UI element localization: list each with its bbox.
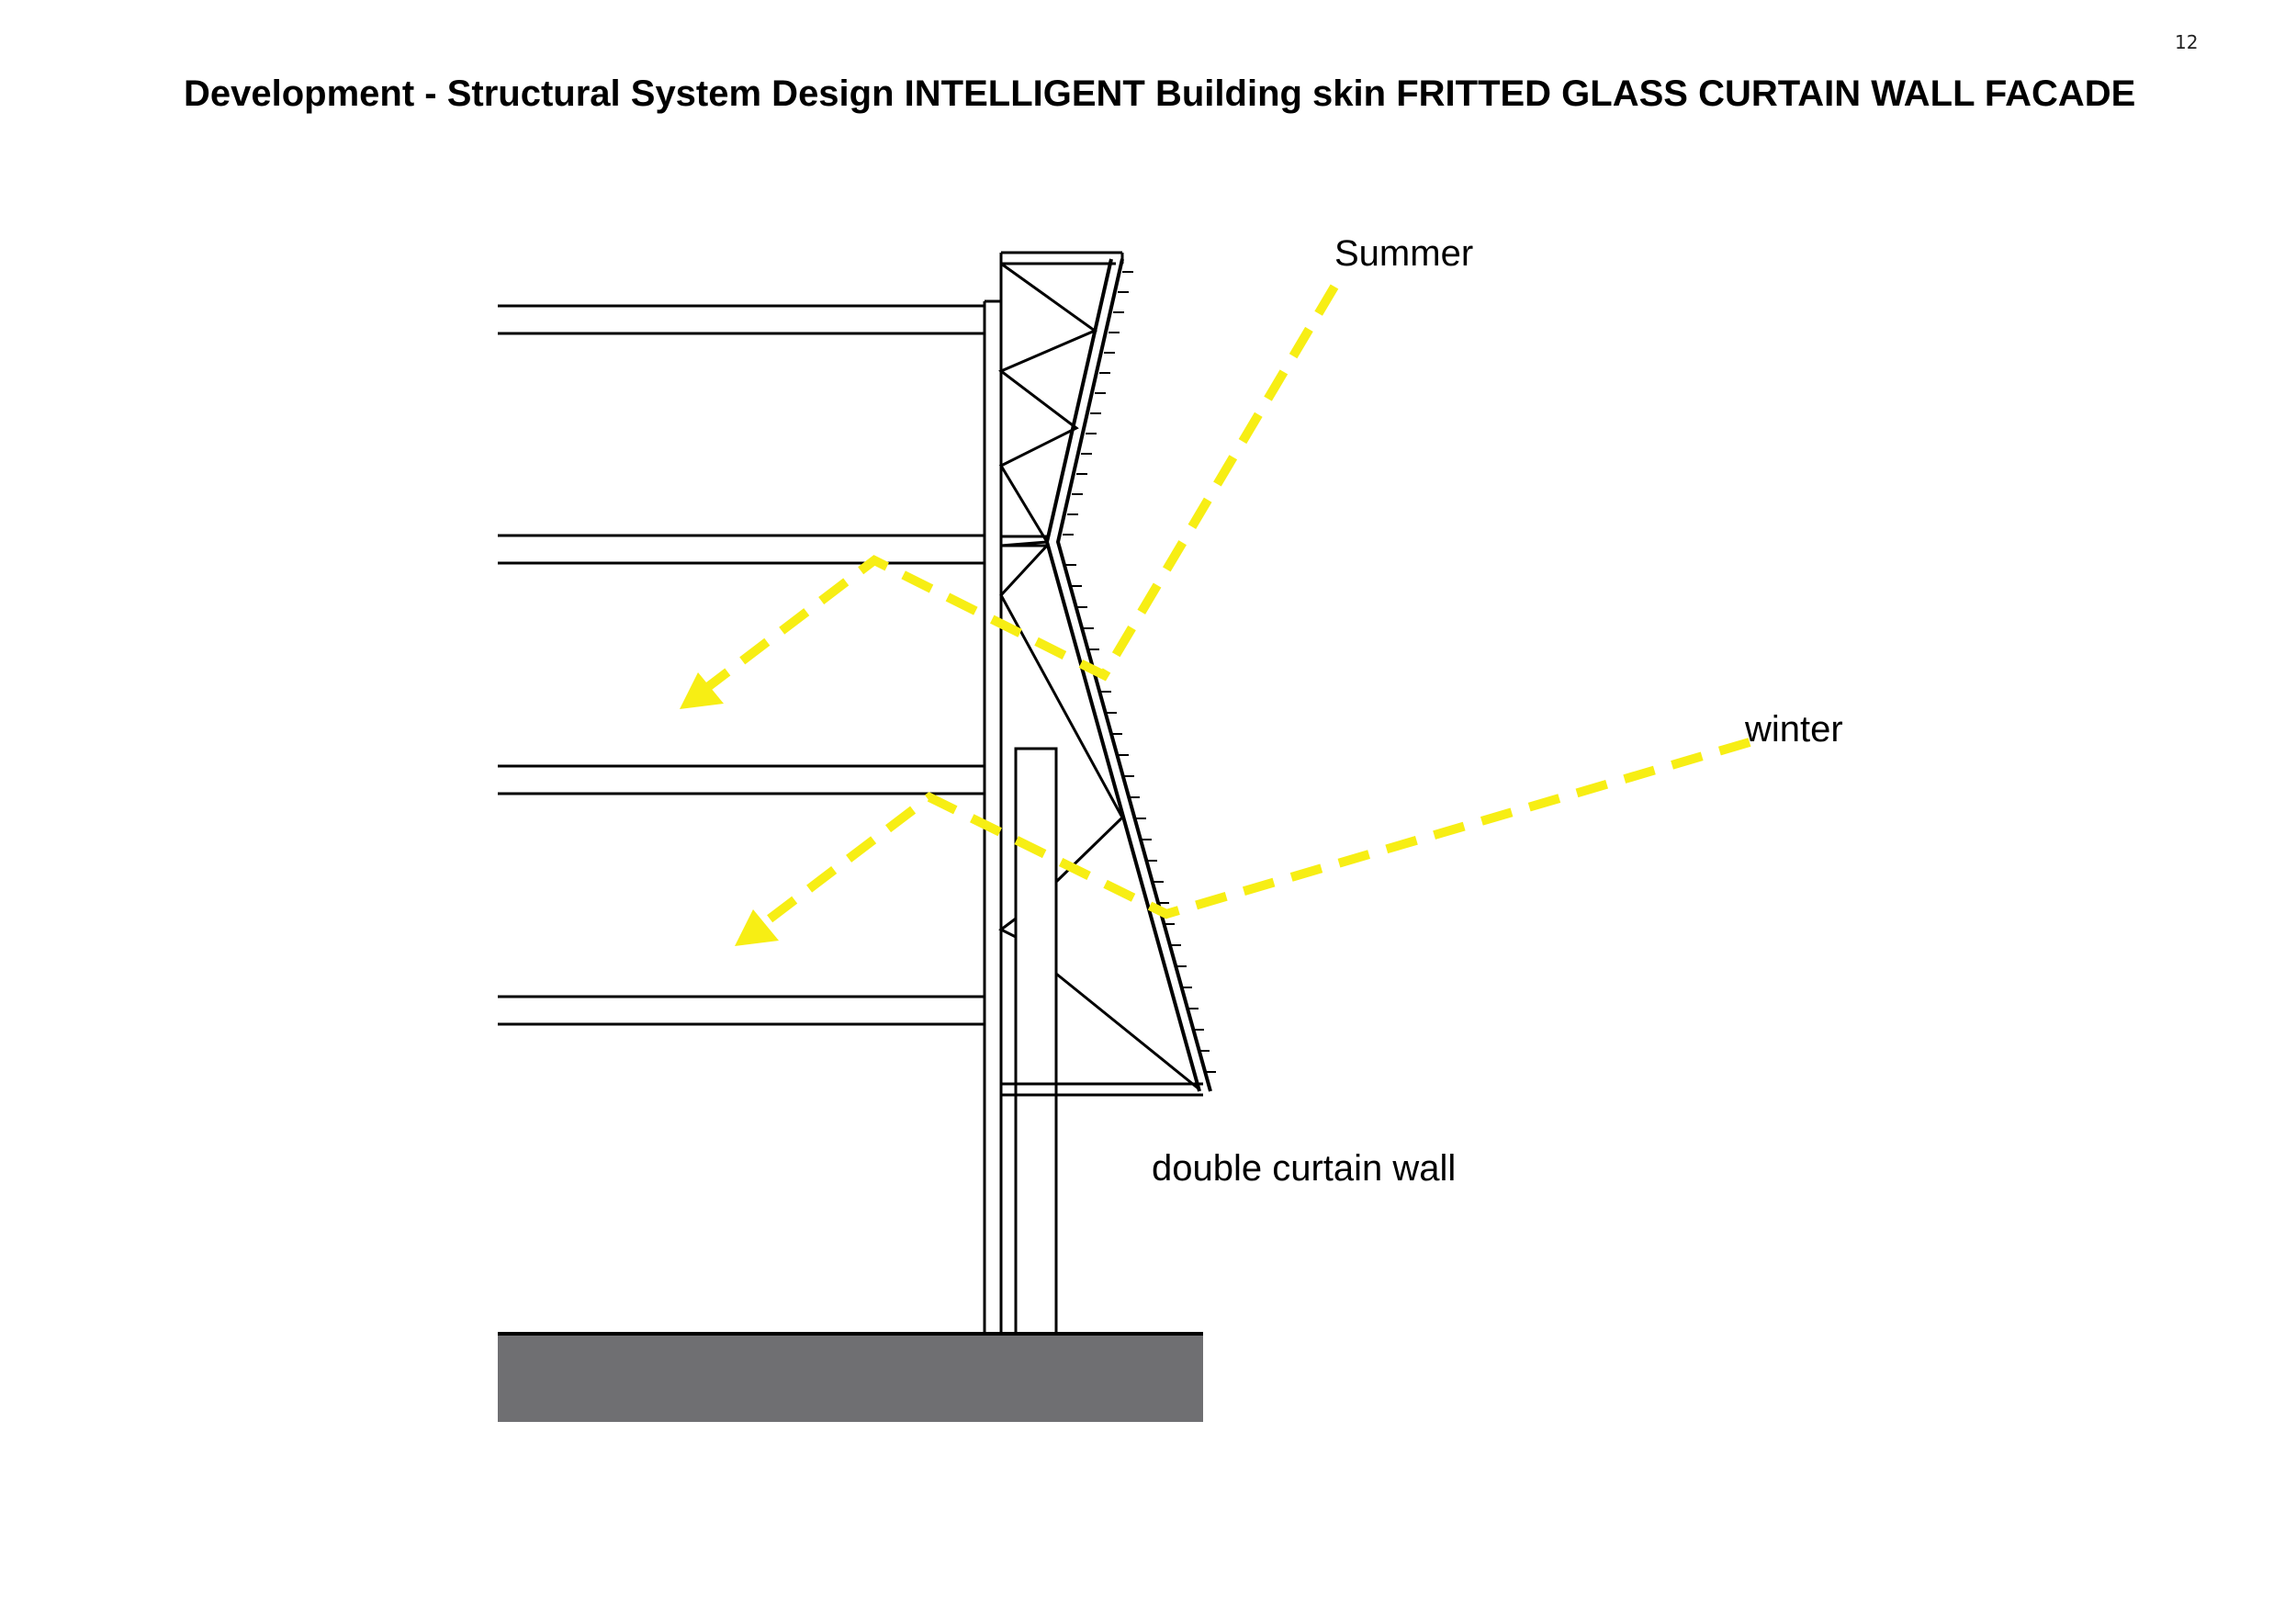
inner-curtain-wall xyxy=(983,253,1003,1334)
ground-slab xyxy=(498,1334,1203,1422)
truss-bracing xyxy=(998,262,1200,1091)
summer-arrowhead xyxy=(680,672,724,709)
mullion-column xyxy=(1014,747,1058,1336)
winter-arrowhead xyxy=(735,909,779,946)
floor-slab xyxy=(498,764,985,795)
page-number: 12 xyxy=(2175,31,2199,53)
bottom-ledge xyxy=(999,1082,1203,1097)
summer-label: Summer xyxy=(1334,233,1474,274)
page-title: Development - Structural System Design I… xyxy=(184,73,2136,114)
floor-slab xyxy=(498,534,985,565)
top-cap xyxy=(1001,251,1124,265)
winter-sun-ray xyxy=(735,738,1751,946)
winter-ray-path xyxy=(757,738,1751,930)
frit-ticks xyxy=(1063,271,1216,1073)
summer-sun-ray xyxy=(680,284,1339,709)
floor-slab xyxy=(498,995,985,1026)
summer-ray-path xyxy=(702,284,1339,693)
winter-label: winter xyxy=(1745,709,1843,750)
floor-slabs xyxy=(498,304,985,1026)
double-curtain-wall-label: double curtain wall xyxy=(1152,1148,1457,1189)
floor-slab xyxy=(498,304,985,335)
